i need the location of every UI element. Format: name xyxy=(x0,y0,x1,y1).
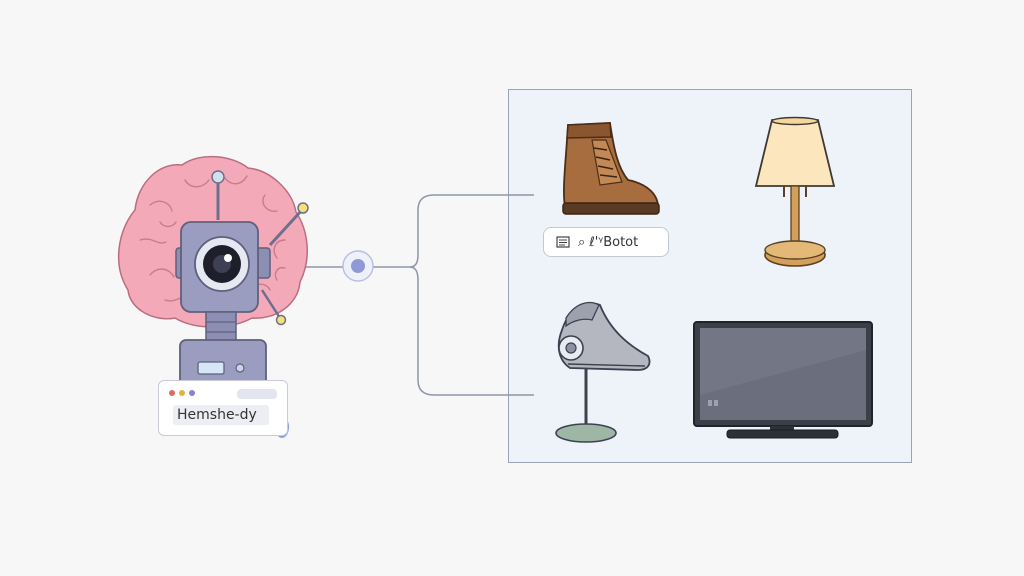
connector-lines xyxy=(300,194,534,396)
television-icon xyxy=(693,321,873,439)
dot-red xyxy=(169,390,175,396)
agent-label: Hemshe-dy xyxy=(173,405,269,425)
window-dots xyxy=(169,390,195,396)
hub-node-icon xyxy=(342,250,374,282)
card-placeholder-bar xyxy=(237,389,277,399)
tag-doc-icon xyxy=(556,236,570,248)
product-tag-text: ⌕ ℓ'ᵞBotot xyxy=(578,234,639,250)
agent-label-card: Hemshe-dy xyxy=(158,380,288,436)
robot-brain-icon xyxy=(117,155,309,387)
sneaker-on-stand-icon xyxy=(555,302,651,443)
dot-purple xyxy=(189,390,195,396)
product-tag: ⌕ ℓ'ᵞBotot xyxy=(543,227,669,257)
dot-yellow xyxy=(179,390,185,396)
boot-icon xyxy=(562,122,660,215)
table-lamp-icon xyxy=(754,116,836,267)
